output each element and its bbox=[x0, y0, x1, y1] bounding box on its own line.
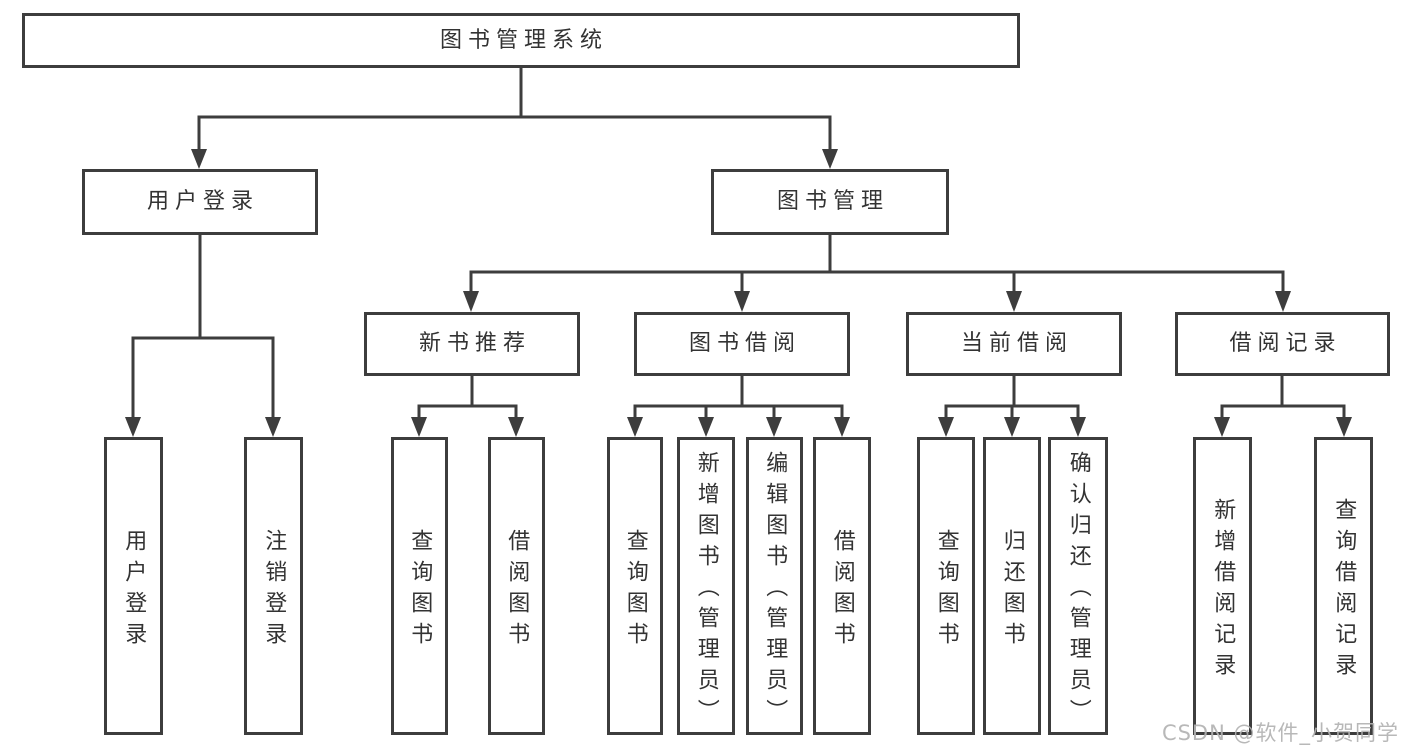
connector-root-to-level1 bbox=[191, 67, 838, 169]
leaf-edit-book-admin: 编辑图书（管理员） bbox=[746, 437, 803, 735]
node-label: 图书管理系统 bbox=[439, 27, 608, 53]
connector-group-new-book bbox=[411, 376, 524, 437]
leaf-logout: 注销登录 bbox=[244, 437, 303, 735]
node-label: 图书借阅 bbox=[688, 331, 801, 357]
node-current-borrow: 当前借阅 bbox=[906, 312, 1122, 376]
arrow-down-icon bbox=[766, 417, 782, 437]
arrow-down-icon bbox=[265, 417, 281, 437]
leaf-add-borrow-record: 新增借阅记录 bbox=[1193, 437, 1252, 735]
node-book-borrow: 图书借阅 bbox=[634, 312, 850, 376]
leaf-query-books-2: 查询图书 bbox=[607, 437, 663, 735]
connector-user-login-children bbox=[125, 233, 281, 437]
leaf-borrow-books-1: 借阅图书 bbox=[488, 437, 545, 735]
arrow-down-icon bbox=[734, 291, 750, 312]
arrow-down-icon bbox=[1214, 417, 1230, 437]
arrow-down-icon bbox=[1006, 291, 1022, 312]
leaf-return-books: 归还图书 bbox=[983, 437, 1041, 735]
node-borrow-records: 借阅记录 bbox=[1175, 312, 1390, 376]
leaf-query-books-1: 查询图书 bbox=[391, 437, 448, 735]
node-label: 确认归还（管理员） bbox=[1065, 451, 1091, 730]
arrow-down-icon bbox=[822, 149, 838, 169]
node-label: 用户登录 bbox=[121, 528, 147, 653]
node-root: 图书管理系统 bbox=[22, 13, 1020, 68]
arrow-down-icon bbox=[698, 417, 714, 437]
connector-group-borrow-records bbox=[1214, 376, 1352, 437]
arrow-down-icon bbox=[411, 417, 427, 437]
node-label: 查询图书 bbox=[622, 528, 648, 653]
leaf-borrow-books-2: 借阅图书 bbox=[813, 437, 871, 735]
arrow-down-icon bbox=[938, 417, 954, 437]
node-label: 新增借阅记录 bbox=[1210, 497, 1236, 684]
node-label: 新增图书（管理员） bbox=[693, 451, 719, 730]
arrow-down-icon bbox=[463, 291, 479, 312]
arrow-down-icon bbox=[125, 417, 141, 437]
node-label: 用户登录 bbox=[146, 189, 259, 215]
node-label: 查询图书 bbox=[933, 528, 959, 653]
arrow-down-icon bbox=[1336, 417, 1352, 437]
node-label: 注销登录 bbox=[261, 528, 287, 653]
arrow-down-icon bbox=[834, 417, 850, 437]
leaf-add-book-admin: 新增图书（管理员） bbox=[677, 437, 735, 735]
connector-book-management-to-level2 bbox=[463, 234, 1291, 312]
arrow-down-icon bbox=[1070, 417, 1086, 437]
node-user-login: 用户登录 bbox=[82, 169, 318, 235]
arrow-down-icon bbox=[508, 417, 524, 437]
node-new-book-recommend: 新书推荐 bbox=[364, 312, 580, 376]
node-label: 图书管理 bbox=[776, 189, 889, 215]
node-label: 归还图书 bbox=[999, 528, 1025, 653]
node-label: 新书推荐 bbox=[418, 331, 531, 357]
leaf-confirm-return-admin: 确认归还（管理员） bbox=[1048, 437, 1108, 735]
leaf-query-borrow-record: 查询借阅记录 bbox=[1314, 437, 1373, 735]
node-label: 查询借阅记录 bbox=[1331, 497, 1357, 684]
node-label: 借阅记录 bbox=[1229, 331, 1342, 357]
connector-group-book-borrow bbox=[627, 376, 850, 437]
arrow-down-icon bbox=[1004, 417, 1020, 437]
node-label: 查询图书 bbox=[407, 528, 433, 653]
node-book-management: 图书管理 bbox=[711, 169, 949, 235]
arrow-down-icon bbox=[627, 417, 643, 437]
node-label: 当前借阅 bbox=[960, 331, 1073, 357]
arrow-down-icon bbox=[191, 149, 207, 169]
csdn-watermark: CSDN @软件_小贺同学 bbox=[1161, 721, 1399, 745]
node-label: 借阅图书 bbox=[504, 528, 530, 653]
node-label: 借阅图书 bbox=[829, 528, 855, 653]
arrow-down-icon bbox=[1275, 291, 1291, 312]
leaf-query-books-3: 查询图书 bbox=[917, 437, 975, 735]
leaf-user-login: 用户登录 bbox=[104, 437, 163, 735]
node-label: 编辑图书（管理员） bbox=[762, 451, 788, 730]
connector-group-current-borrow bbox=[938, 376, 1086, 437]
